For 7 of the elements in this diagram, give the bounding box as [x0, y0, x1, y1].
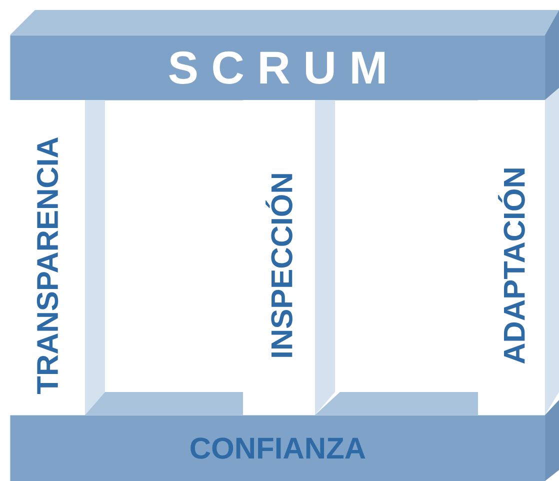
node-label: INSPECCIÓN — [266, 174, 292, 357]
pillar: TRANSPARENCIA — [10, 100, 105, 415]
node-label: ADAPTACIÓN — [498, 168, 525, 364]
roof-band: S C R U M — [10, 10, 559, 100]
node-label: TRANSPARENCIA — [36, 137, 58, 394]
pillar: INSPECCIÓN — [243, 100, 335, 415]
pillar: ADAPTACIÓN — [478, 88, 559, 415]
